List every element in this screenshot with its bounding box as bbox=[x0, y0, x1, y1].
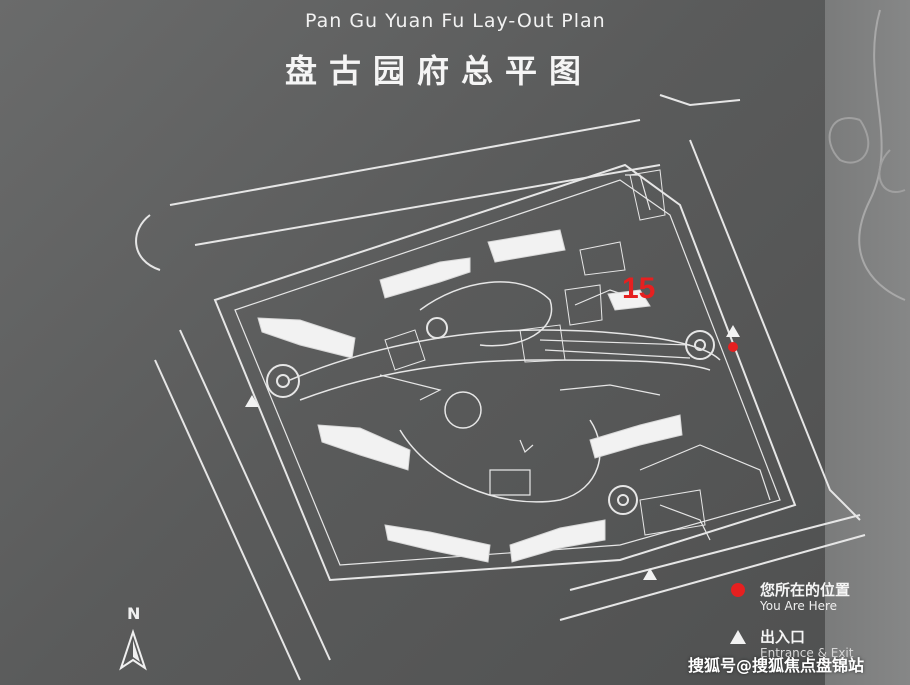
building bbox=[589, 414, 683, 459]
building bbox=[384, 524, 491, 563]
entrance-marker bbox=[643, 568, 657, 580]
legend-you-are-here-icon bbox=[731, 583, 745, 597]
you-are-here-marker bbox=[728, 342, 738, 352]
legend-you-are-here-en: You Are Here bbox=[760, 599, 838, 613]
legend-entrance-cn: 出入口 bbox=[760, 628, 806, 646]
decorative-panel bbox=[825, 0, 910, 685]
title-english: Pan Gu Yuan Fu Lay-Out Plan bbox=[305, 10, 606, 32]
entrance-marker bbox=[726, 325, 740, 337]
legend-you-are-here-cn: 您所在的位置 bbox=[760, 581, 851, 599]
building bbox=[317, 424, 411, 471]
building bbox=[487, 229, 566, 263]
compass-north-label: N bbox=[127, 604, 141, 623]
building bbox=[509, 519, 606, 563]
building bbox=[607, 289, 651, 311]
building bbox=[379, 257, 471, 299]
watermark: 搜狐号@搜狐焦点盘锦站 bbox=[688, 656, 865, 675]
entrance-marker bbox=[245, 395, 259, 407]
legend-entrance-en: Entrance & Exit bbox=[760, 646, 854, 660]
title-chinese: 盘古园府总平图 bbox=[285, 52, 594, 90]
building bbox=[257, 317, 356, 359]
compass-icon bbox=[119, 628, 147, 671]
legend-entrance-icon bbox=[730, 630, 746, 644]
unit-15-label: 15 bbox=[622, 272, 656, 305]
